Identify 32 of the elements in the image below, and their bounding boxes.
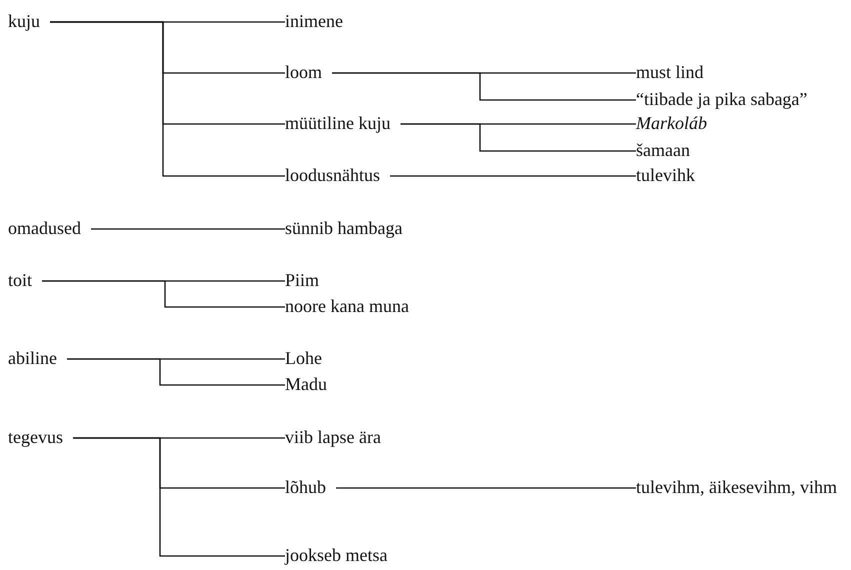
tree-label: inimene [285,9,343,33]
tree-label: lõhub [285,475,336,499]
tree-label: must lind [636,60,704,84]
connector-line [90,228,285,230]
tree-label: Piim [285,268,320,292]
tree-label: “tiibade ja pika sabaga” [636,87,808,111]
tree-label: tegevus [8,425,73,449]
connector-line [390,175,636,177]
tree-label: kuju [8,9,50,33]
tree-label: Madu [285,372,327,396]
connector-line [50,21,285,177]
tree-label: toit [8,268,42,292]
tree-label: sünnib hambaga [285,216,402,240]
tree-label: Markoláb [636,111,707,135]
tree-label: loodusnähtus [285,163,390,187]
tree-label: šamaan [636,138,690,162]
tree-label: Lohe [285,346,322,370]
connector-line [336,487,636,489]
connector-line [72,437,285,557]
tree-label: viib lapse ära [285,425,381,449]
connector-line [66,358,285,386]
connector-line [332,72,636,101]
connector-line [42,280,285,308]
tree-label: tulevihm, äikesevihm, vihm [636,475,837,499]
tree-label: omadused [8,216,91,240]
tree-label: tulevihk [636,163,695,187]
tree-label: jookseb metsa [285,543,388,567]
tree-label: abiline [8,346,67,370]
connector-line [400,123,636,152]
tree-label: noore kana muna [285,294,409,318]
tree-label: loom [285,60,332,84]
tree-label: müütiline kuju [285,111,400,135]
